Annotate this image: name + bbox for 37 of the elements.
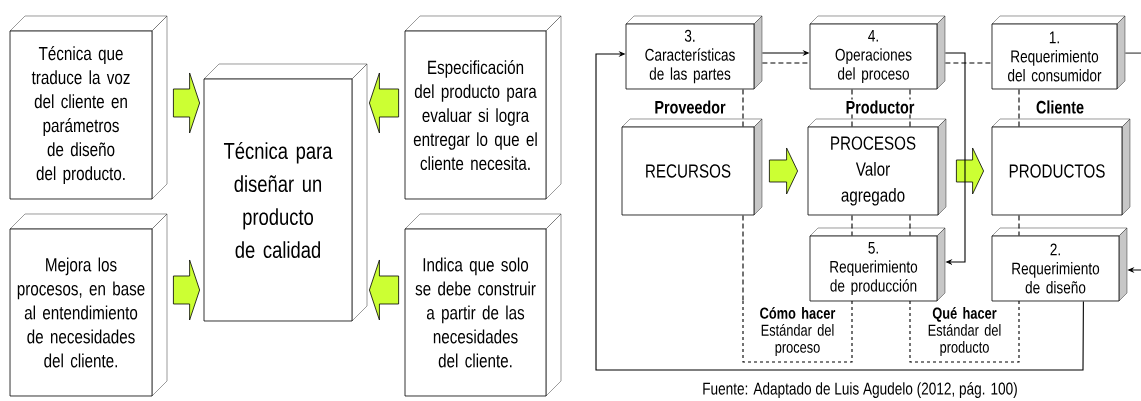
dashed-box: Qué hacer Estándar del producto (909, 300, 1020, 363)
dashed-line (944, 62, 993, 64)
process-box: PROCESOS Valor agregado (807, 118, 947, 216)
block-arrow (173, 72, 200, 134)
process-box: 4. Operaciones del proceso (809, 15, 946, 90)
process-box: 1. Requerimiento del consumidor (991, 15, 1126, 90)
process-box: Especificación del producto para evaluar si logra entregar lo que el cliente necesita. (404, 15, 562, 200)
role-label: Productor (844, 99, 916, 115)
arrow (1124, 52, 1141, 274)
dashed-line (1018, 88, 1020, 128)
block-arrow (369, 72, 399, 134)
dashed-line (909, 88, 911, 128)
dashed-line (909, 214, 911, 237)
dashed-line (851, 88, 853, 128)
role-label: Cliente (1035, 99, 1085, 115)
dashed-line (742, 214, 744, 302)
process-box: Mejora los procesos, en base al entendimiento de necesidades del cliente. (9, 213, 168, 397)
process-box: 3. Características de las partes (625, 15, 763, 90)
dashed-line (1018, 214, 1020, 237)
block-arrow (956, 147, 984, 195)
process-box: 5. Requerimiento de producción (809, 227, 946, 302)
process-box: 2. Requerimiento de diseño (991, 227, 1128, 302)
block-arrow (769, 147, 798, 195)
process-box: Indica que solo se debe construir a partir de las necesidades del cliente. (404, 213, 562, 397)
role-label: Proveedor (653, 99, 727, 115)
dashed-line (742, 88, 744, 128)
process-box: PRODUCTOS (991, 118, 1131, 216)
arrow (595, 50, 1084, 371)
dashed-box: Cómo hacer Estándar del proceso (742, 300, 853, 363)
dashed-line (851, 214, 853, 237)
process-box: RECURSOS (621, 118, 763, 216)
caption: Fuente: Adaptado de Luis Agudelo (2012, pág. 100) (703, 381, 1017, 398)
block-arrow (173, 259, 200, 321)
process-box: Técnica que traduce la voz del cliente en parámetros de diseño del producto. (9, 15, 168, 200)
process-box: Técnica para diseñar un producto de calidad (203, 63, 368, 322)
arrow (944, 52, 966, 266)
block-arrow (369, 259, 399, 321)
